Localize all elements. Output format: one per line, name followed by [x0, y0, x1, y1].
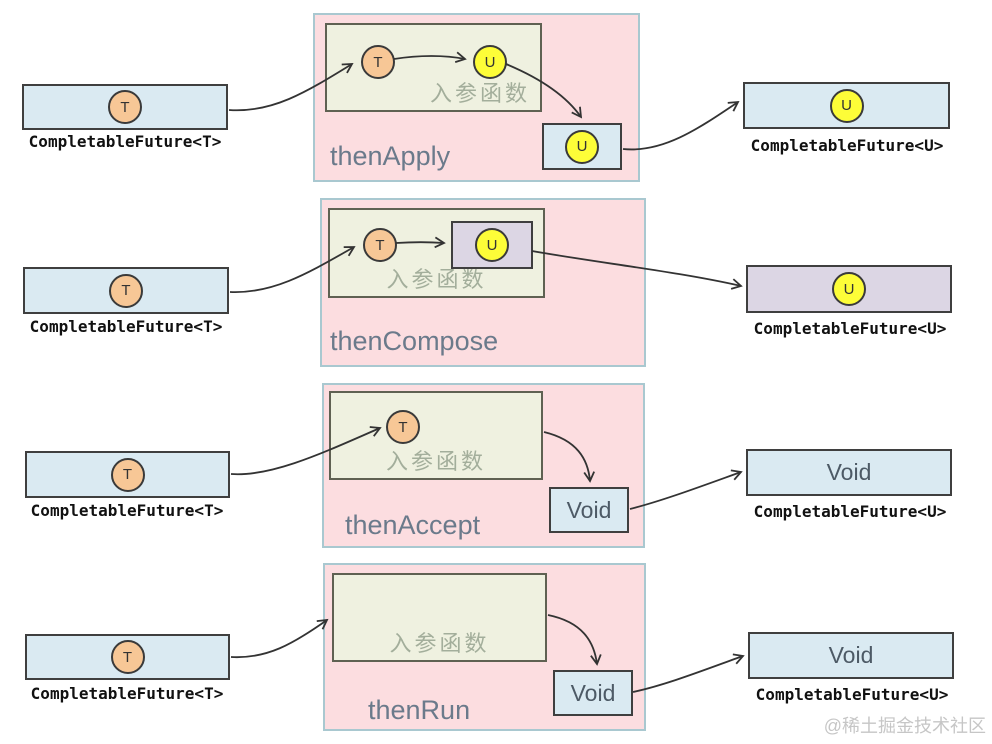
func-label: 入参函数	[385, 449, 486, 474]
input-future-box-thenapply: T	[22, 84, 228, 130]
output-future-box-thenrun: Void	[748, 632, 954, 679]
func-label: 入参函数	[389, 631, 490, 656]
arrow-result-to-output	[622, 100, 740, 151]
input-future-box-thenaccept: T	[25, 451, 230, 498]
token-t: T	[110, 640, 145, 674]
output-future-box-thenaccept: Void	[746, 449, 952, 496]
thenapply-result-box: U	[542, 123, 622, 170]
thenrun-func-box: 入参函数	[332, 573, 547, 662]
thenapply-func-box: T U 入参函数	[325, 23, 542, 112]
token-t: T	[361, 45, 395, 79]
method-label-thencompose: thenCompose	[330, 326, 499, 356]
arrow-void-to-output	[629, 469, 743, 510]
method-label-thenrun: thenRun	[368, 695, 471, 725]
output-future-label: CompletableFuture<U>	[753, 319, 947, 338]
method-label-thenaccept: thenAccept	[345, 510, 481, 540]
token-u: U	[829, 88, 864, 123]
thencompose-func-box: T U 入参函数	[328, 208, 545, 298]
input-future-label: CompletableFuture<T>	[30, 501, 224, 520]
thenaccept-func-box: T 入参函数	[329, 391, 543, 480]
token-u: U	[565, 129, 599, 164]
arrow-input-to-func	[230, 618, 329, 659]
input-future-label: CompletableFuture<T>	[28, 132, 222, 151]
func-label: 入参函数	[386, 267, 487, 292]
input-future-label: CompletableFuture<T>	[29, 317, 223, 336]
output-future-label: CompletableFuture<U>	[750, 136, 944, 155]
token-u: U	[475, 228, 509, 262]
token-t: T	[108, 90, 142, 124]
arrow-void-to-output	[632, 653, 745, 693]
input-future-label: CompletableFuture<T>	[30, 684, 224, 703]
watermark: @稀土掘金技术社区	[823, 716, 986, 736]
output-future-label: CompletableFuture<U>	[755, 685, 949, 704]
thenrun-void-box: Void	[553, 670, 633, 716]
token-t: T	[363, 228, 397, 262]
thencompose-inner-future-box: U	[451, 221, 533, 269]
output-future-box-thenapply: U	[743, 82, 950, 129]
input-future-box-thenrun: T	[25, 634, 230, 680]
token-t: T	[110, 457, 145, 492]
void-text: Void	[828, 642, 874, 668]
token-t: T	[386, 410, 420, 444]
void-text: Void	[566, 496, 612, 523]
token-u: U	[473, 45, 507, 79]
input-future-box-thencompose: T	[23, 267, 229, 314]
thenaccept-void-box: Void	[549, 487, 629, 533]
output-future-box-thencompose: U	[746, 265, 952, 313]
void-text: Void	[570, 679, 616, 706]
func-label: 入参函数	[429, 81, 530, 106]
method-label-thenapply: thenApply	[330, 141, 451, 171]
void-text: Void	[826, 459, 872, 485]
token-t: T	[109, 273, 143, 308]
output-future-label: CompletableFuture<U>	[753, 502, 947, 521]
token-u: U	[832, 272, 866, 306]
